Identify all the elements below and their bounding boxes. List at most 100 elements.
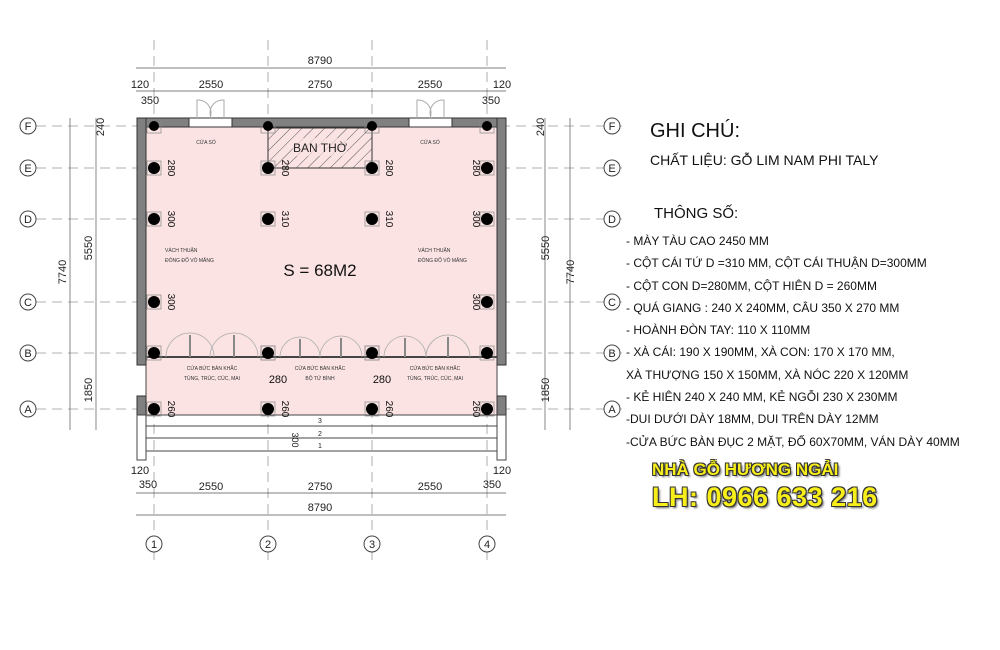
step-1: 1	[318, 443, 322, 450]
spec-item: XÀ THƯỢNG 150 X 150MM, XÀ NÓC 220 X 120M…	[626, 367, 909, 382]
column: 280	[364, 345, 391, 386]
dim-edge-outer-bl: 120	[131, 465, 149, 477]
window-left	[188, 117, 233, 128]
specs-list: - MÀY TÀU CAO 2450 MM - CỘT CÁI TỨ D =31…	[626, 230, 960, 453]
window-left-swing	[196, 99, 225, 119]
grid-label: D	[24, 214, 32, 226]
grid-bubble-C: C	[603, 293, 621, 311]
column: 310	[260, 211, 290, 228]
column: 280	[364, 160, 394, 177]
step-dim: 300	[290, 432, 300, 447]
column	[146, 345, 162, 361]
spec-item: - XÀ CÁI: 190 X 190MM, XÀ CON: 170 X 170…	[626, 345, 895, 360]
grid-bubble-A: A	[603, 400, 621, 418]
column-size-label: 260	[165, 401, 176, 418]
window-label-right: CỬA SỔ	[420, 139, 440, 146]
grid-bubble-3: 3	[363, 535, 381, 553]
grid-label: 4	[484, 539, 490, 551]
column: 260	[146, 401, 176, 418]
spec-item: -DUI DƯỚI DÀY 18MM, DUI TRÊN DÀY 12MM	[626, 412, 879, 427]
brand-phone: LH: 0966 633 216	[652, 482, 878, 512]
door-swing	[425, 334, 471, 358]
dim-depth-porch-right: 1850	[540, 378, 552, 402]
window-label-left: CỬA SỔ	[196, 139, 216, 146]
dim-total-depth-right: 7740	[565, 260, 577, 284]
grid-bubble-B: B	[19, 344, 37, 362]
spec-item: - HOÀNH ĐÒN TAY: 110 X 110MM	[626, 323, 811, 338]
dim-depth-main-left: 5550	[83, 236, 95, 260]
column-size-label: 260	[279, 401, 290, 418]
column: 300	[470, 294, 495, 311]
step-2: 2	[318, 431, 322, 438]
notes-material: CHẤT LIỆU: GỖ LIM NAM PHI TALY	[650, 152, 879, 168]
dim-bay-3-top: 2550	[418, 79, 442, 91]
dim-depth-porch-left: 1850	[83, 378, 95, 402]
column-size-label: 260	[470, 401, 481, 418]
dim-bay-2-top: 2750	[308, 79, 332, 91]
grid-bubble-F: F	[603, 117, 621, 135]
grid-label: E	[608, 163, 615, 175]
dim-bay-1-bottom: 2550	[199, 481, 223, 493]
grid-bubble-4: 4	[478, 535, 496, 553]
dim-edge-inner-br: 350	[483, 479, 501, 491]
dim-total-width-top: 8790	[308, 55, 332, 67]
door-swing	[383, 335, 427, 358]
column-size-label: 280	[373, 374, 391, 386]
side-wall-label-right-1: VÁCH THUẬN	[418, 247, 451, 254]
dim-edge-outer-br: 120	[493, 465, 511, 477]
column	[479, 345, 495, 361]
dim-edge-outer-tl: 120	[131, 79, 149, 91]
dim-edge-inner-tl: 350	[141, 95, 159, 107]
side-wall-label-right-2: ĐÓNG ĐỐ VÒ MĂNG	[418, 257, 467, 264]
column: 280	[260, 345, 287, 386]
window-right	[408, 117, 453, 128]
notes-title: GHI CHÚ:	[650, 120, 740, 142]
spec-item: - MÀY TÀU CAO 2450 MM	[626, 234, 769, 248]
grid-label: C	[608, 297, 616, 309]
column-size-label: 310	[383, 211, 394, 228]
grid-bubble-C: C	[19, 293, 37, 311]
dim-edge-inner-tr: 350	[482, 95, 500, 107]
right-wall	[496, 117, 507, 366]
dim-bay-1-top: 2550	[199, 79, 223, 91]
grid-bubble-D: D	[603, 210, 621, 228]
dim-edge-outer-tr: 120	[493, 79, 511, 91]
area-label: S = 68M2	[283, 261, 356, 280]
altar-label: BAN THỜ	[293, 140, 348, 155]
column-size-label: 280	[165, 160, 176, 177]
column-size-label: 280	[383, 160, 394, 177]
column	[364, 118, 380, 134]
spec-item: - CỘT CON D=280MM, CỘT HIÊN D = 260MM	[626, 278, 877, 293]
column: 260	[260, 401, 290, 418]
grid-bubble-2: 2	[259, 535, 277, 553]
side-wall-label-left-1: VÁCH THUẬN	[165, 247, 198, 254]
column: 280	[260, 160, 290, 177]
dim-top-offset-left: 240	[95, 118, 107, 136]
column-size-label: 280	[269, 374, 287, 386]
dim-bay-2-bottom: 2750	[308, 481, 332, 493]
brand-logo: NHÀ GỖ HƯƠNG NGẢI LH: 0966 633 216	[652, 460, 878, 513]
altar-label-bg	[293, 138, 347, 156]
door-swings	[165, 332, 471, 358]
grid-bubble-B: B	[603, 344, 621, 362]
grid-label: D	[608, 214, 616, 226]
column	[146, 118, 162, 134]
grid-label: B	[24, 348, 31, 360]
column-size-label: 300	[165, 211, 176, 228]
column-size-label: 310	[279, 211, 290, 228]
dim-top-offset-right: 240	[535, 118, 547, 136]
door-right-label-2: TÙNG, TRÚC, CÚC, MAI	[407, 375, 463, 382]
column: 300	[146, 211, 176, 228]
side-wall-label-left-2: ĐÓNG ĐỐ VÒ MĂNG	[165, 257, 214, 264]
grid-label: A	[24, 404, 32, 416]
left-wall	[136, 117, 147, 366]
grid-label: B	[608, 348, 615, 360]
grid-label: F	[609, 121, 616, 133]
grid-bubble-1: 1	[145, 535, 163, 553]
column-size-label: 300	[470, 211, 481, 228]
door-mid-label-1: CỬA BỨC BÀN KHẮC	[295, 364, 346, 372]
column: 300	[470, 211, 495, 228]
grid-label: E	[24, 163, 31, 175]
